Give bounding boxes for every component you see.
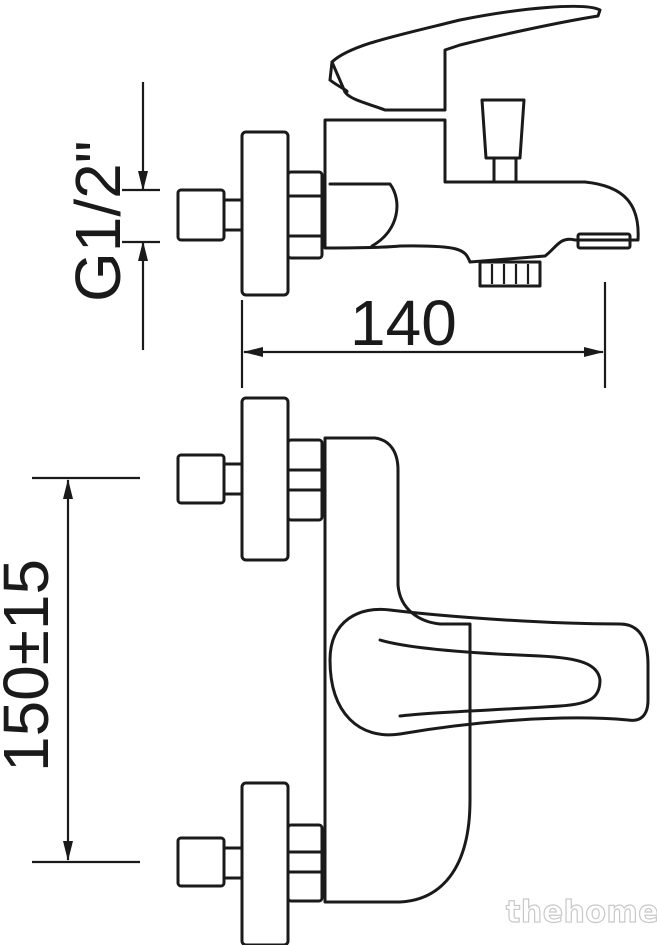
front-lever (328, 607, 650, 737)
thread-dimension-label: G1/2" (62, 141, 134, 302)
side-nut (286, 170, 324, 260)
front-body (323, 436, 472, 904)
thread-dimension: G1/2" (62, 82, 160, 350)
watermark-logo: thehome (506, 895, 657, 930)
side-eccentric-stub (176, 188, 226, 242)
side-diverter-knob (480, 98, 526, 160)
spacing-dimension-label: 150±15 (0, 559, 62, 772)
front-lower-flange (240, 781, 290, 945)
front-upper-nut (286, 438, 324, 522)
front-lower-nut (286, 823, 324, 903)
side-aerator (576, 232, 632, 250)
side-body-spout (323, 118, 640, 264)
side-eccentric-neck (222, 198, 244, 232)
side-hose-outlet (478, 260, 542, 288)
front-upper-flange (240, 396, 290, 562)
side-lever-handle (330, 4, 602, 112)
front-upper-eccentric-stub (176, 453, 226, 505)
width-dimension: 140 (240, 282, 607, 388)
side-view (176, 4, 640, 297)
width-dimension-label: 140 (350, 287, 457, 359)
front-view (176, 396, 650, 945)
front-lower-eccentric-stub (176, 836, 226, 888)
spacing-dimension: 150±15 (0, 476, 140, 864)
side-flange (240, 130, 290, 297)
